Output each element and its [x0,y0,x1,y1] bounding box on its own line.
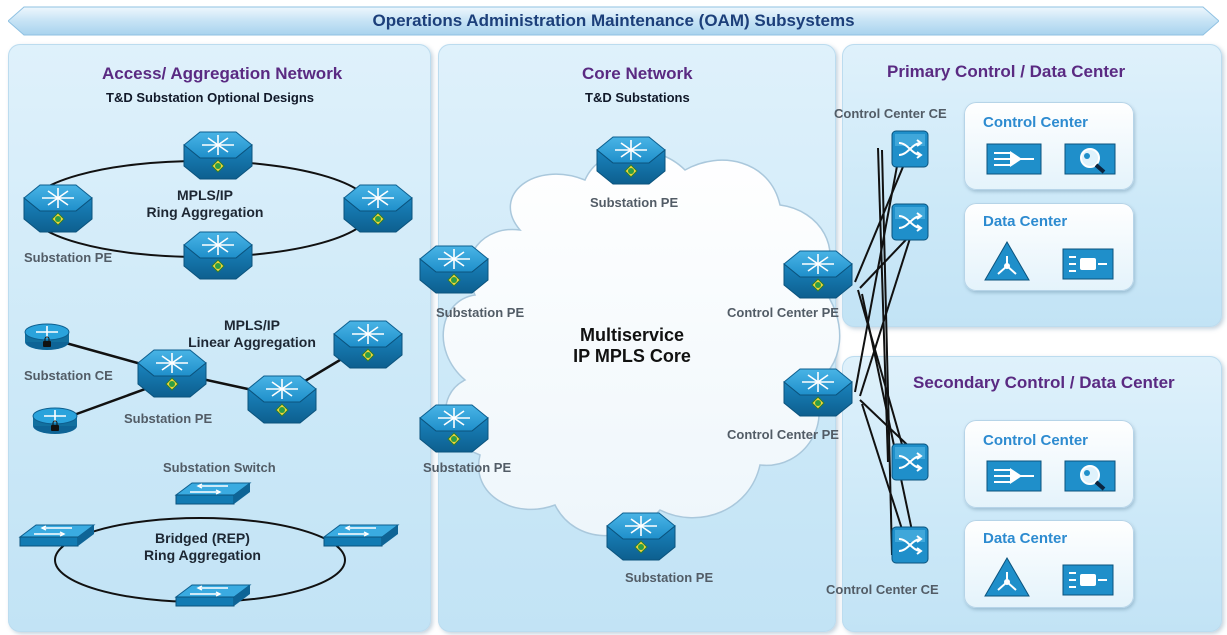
primary-data-center-label: Data Center [983,213,1068,230]
access-subtitle: T&D Substation Optional Designs [106,90,315,105]
linear-label-line2: Linear Aggregation [188,334,316,350]
ring1-device-label: Substation PE [24,250,113,265]
secondary-control-center-label: Control Center [983,432,1088,449]
rep-switch-top [175,482,251,505]
ring2-label: Bridged (REP) Ring Aggregation [140,530,265,564]
cloud-label-line1: Multiservice [579,325,685,345]
primary-ce-2 [891,203,929,241]
secondary-control-app-arrow-icon [986,460,1042,492]
secondary-title: Secondary Control / Data Center [913,373,1175,392]
linear-ce-top [24,323,70,351]
linear-label: MPLS/IP Linear Aggregation [182,317,322,351]
core-pe-top-label: Substation PE [590,195,679,210]
core-pe-top [596,136,666,185]
secondary-ce-1 [891,443,929,481]
primary-title: Primary Control / Data Center [887,62,1126,81]
switch-label: Substation Switch [163,460,276,475]
primary-control-app-arrow-icon [986,143,1042,175]
primary-ce-label: Control Center CE [834,106,947,121]
core-title: Core Network [582,64,693,83]
secondary-data-app-triangle-icon [984,557,1030,597]
cc-pe1-label: Control Center PE [727,305,839,320]
cloud-label-line2: IP MPLS Core [573,346,691,366]
core-pe-left-1 [419,245,489,294]
access-title: Access/ Aggregation Network [102,64,343,83]
core-pe-bottom [606,512,676,561]
core-pe-left1-label: Substation PE [436,305,525,320]
ring1-pe-left [23,184,93,233]
ring1-label: MPLS/IP Ring Aggregation [145,187,265,221]
primary-data-app-disk-icon [1062,248,1114,280]
secondary-ce-2 [891,526,929,564]
linear-pe-3 [333,320,403,369]
linear-ce-label: Substation CE [24,368,113,383]
primary-control-center-label: Control Center [983,114,1088,131]
secondary-data-center-label: Data Center [983,530,1068,547]
ring1-pe-bottom [183,231,253,280]
secondary-data-app-disk-icon [1062,564,1114,596]
linear-ce-bottom [32,407,78,435]
rep-switch-bottom [175,584,251,607]
cc-pe-2 [783,368,853,417]
banner-title: Operations Administration Maintenance (O… [372,11,855,30]
linear-pe-2 [247,375,317,424]
primary-ce-1 [891,130,929,168]
ring2-label-line2: Ring Aggregation [144,547,261,563]
control-center-links [854,147,921,556]
core-pe-left2-label: Substation PE [423,460,512,475]
rep-switch-right [323,524,399,547]
secondary-control-app-search-icon [1063,459,1117,493]
cloud-label: Multiservice IP MPLS Core [572,325,692,367]
rep-switch-left [19,524,95,547]
cc-pe2-label: Control Center PE [727,427,839,442]
ring1-pe-right [343,184,413,233]
primary-control-app-search-icon [1063,142,1117,176]
linear-pe-label: Substation PE [124,411,213,426]
linear-label-line1: MPLS/IP [223,317,280,333]
ring1-pe-top [183,131,253,180]
ring2-label-line1: Bridged (REP) [155,530,250,546]
linear-pe-1 [137,349,207,398]
core-subtitle: T&D Substations [585,90,690,105]
primary-data-app-triangle-icon [984,241,1030,281]
cc-pe-1 [783,250,853,299]
core-pe-bottom-label: Substation PE [625,570,714,585]
secondary-ce-label: Control Center CE [826,582,939,597]
ring1-label-line1: MPLS/IP [176,187,233,203]
core-pe-left-2 [419,404,489,453]
ring1-label-line2: Ring Aggregation [146,204,264,220]
mpls-core-cloud [442,149,841,537]
